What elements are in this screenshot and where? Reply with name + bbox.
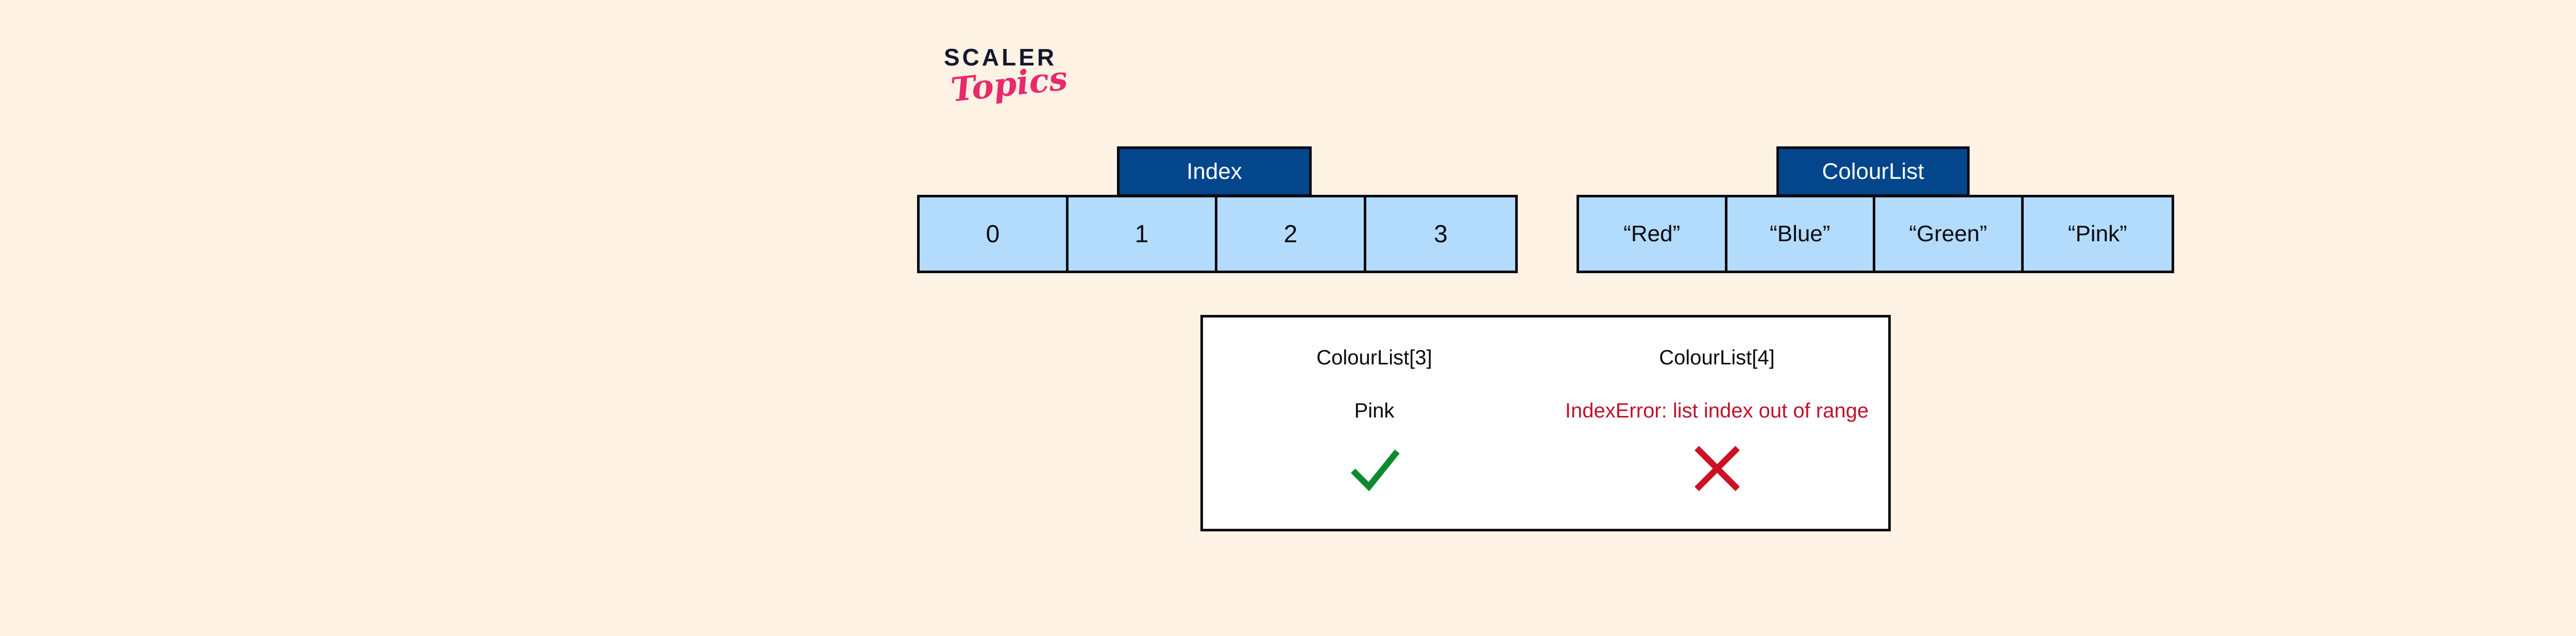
index-cell-1: 1 (1069, 197, 1217, 271)
index-cell-2: 2 (1217, 197, 1366, 271)
index-array-row: 0 1 2 3 (917, 195, 1518, 273)
cross-mark-icon (1694, 446, 1740, 491)
logo-wordmark: SCALER (944, 44, 1057, 71)
colourlist-cell-0: “Red” (1579, 197, 1727, 271)
result-value-pink: Pink (1354, 399, 1395, 422)
result-panel: ColourList[3] Pink ColourList[4] IndexEr… (1200, 315, 1891, 531)
expression-colourlist-3: ColourList[3] (1316, 346, 1432, 369)
colourlist-cell-3: “Pink” (2023, 197, 2172, 271)
scaler-topics-logo: SCALER Topics (944, 45, 1098, 123)
result-column-valid: ColourList[3] Pink (1203, 317, 1546, 529)
expression-colourlist-4: ColourList[4] (1659, 346, 1775, 369)
check-mark-icon (1350, 449, 1400, 492)
colourlist-cell-1: “Blue” (1727, 197, 1875, 271)
colourlist-array-row: “Red” “Blue” “Green” “Pink” (1577, 195, 2174, 273)
index-cell-3: 3 (1366, 197, 1515, 271)
index-array-header: Index (1117, 146, 1312, 197)
result-column-error: ColourList[4] IndexError: list index out… (1546, 317, 1888, 529)
index-cell-0: 0 (920, 197, 1069, 271)
colourlist-array-header: ColourList (1776, 146, 1970, 197)
colourlist-cell-2: “Green” (1875, 197, 2024, 271)
result-value-indexerror: IndexError: list index out of range (1565, 399, 1869, 422)
